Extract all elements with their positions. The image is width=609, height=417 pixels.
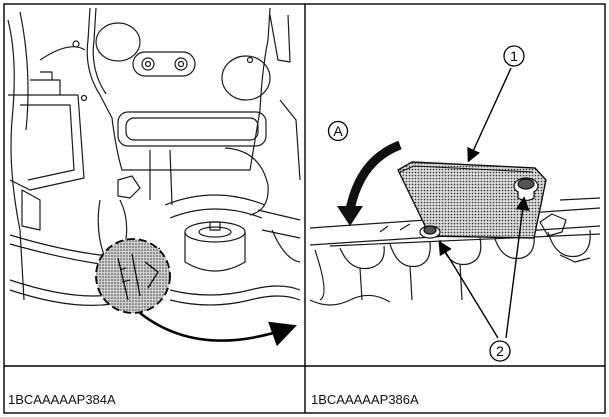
- rotation-arrow: [337, 140, 402, 226]
- svg-text:A: A: [333, 123, 343, 139]
- figure-code-left: 1BCAAAAAP384A: [8, 392, 116, 407]
- frame: [3, 3, 606, 414]
- location-highlight: [95, 238, 171, 314]
- leader-lines: [438, 67, 530, 339]
- left-panel-drawing: [7, 7, 301, 306]
- transition-arrow: [139, 311, 297, 347]
- svg-text:2: 2: [496, 343, 504, 359]
- callout-A: A: [327, 120, 349, 142]
- callout-2: 2: [489, 340, 511, 362]
- figure-code-right: 1BCAAAAAP386A: [311, 392, 419, 407]
- cover-plate: [397, 161, 547, 239]
- svg-text:1: 1: [510, 48, 518, 64]
- callout-1: 1: [503, 45, 525, 67]
- bolt-right: [513, 177, 539, 202]
- bolt-left: [419, 225, 441, 239]
